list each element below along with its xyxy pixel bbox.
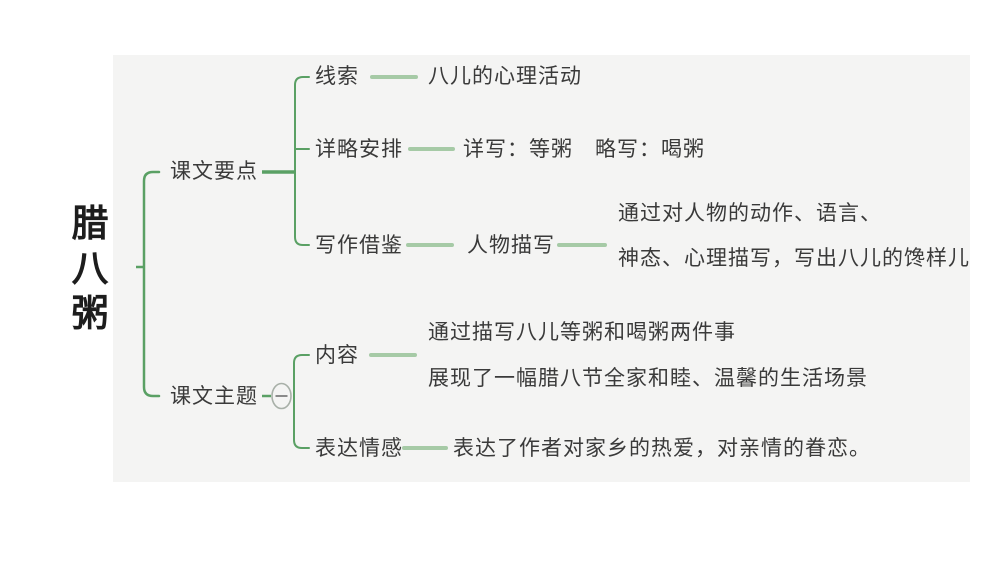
node-emotion[interactable]: 表达情感 <box>315 437 403 460</box>
node-character-description-detail[interactable]: 通过对人物的动作、语言、 神态、心理描写，写出八儿的馋样儿 <box>618 191 970 281</box>
node-detail-arrangement-detail[interactable]: 详写：等粥 略写：喝粥 <box>463 138 705 161</box>
root-topic[interactable]: 腊八粥 <box>71 203 109 334</box>
node-detail-arrangement[interactable]: 详略安排 <box>315 138 403 161</box>
node-character-description[interactable]: 人物描写 <box>467 234 555 257</box>
mindmap-panel-background <box>113 55 970 482</box>
node-emotion-detail[interactable]: 表达了作者对家乡的热爱，对亲情的眷恋。 <box>453 437 871 460</box>
branch-theme[interactable]: 课文主题 <box>170 385 258 408</box>
node-clue[interactable]: 线索 <box>315 65 359 88</box>
node-content-detail[interactable]: 通过描写八儿等粥和喝粥两件事 展现了一幅腊八节全家和睦、温馨的生活场景 <box>428 310 868 402</box>
branch-key-points[interactable]: 课文要点 <box>170 160 258 183</box>
node-clue-detail[interactable]: 八儿的心理活动 <box>428 65 582 88</box>
detail-line: 神态、心理描写，写出八儿的馋样儿 <box>618 247 970 270</box>
node-content[interactable]: 内容 <box>315 344 359 367</box>
detail-line: 通过描写八儿等粥和喝粥两件事 <box>428 321 736 344</box>
node-writing-reference[interactable]: 写作借鉴 <box>315 234 403 257</box>
detail-line: 展现了一幅腊八节全家和睦、温馨的生活场景 <box>428 367 868 390</box>
detail-line: 通过对人物的动作、语言、 <box>618 202 882 225</box>
